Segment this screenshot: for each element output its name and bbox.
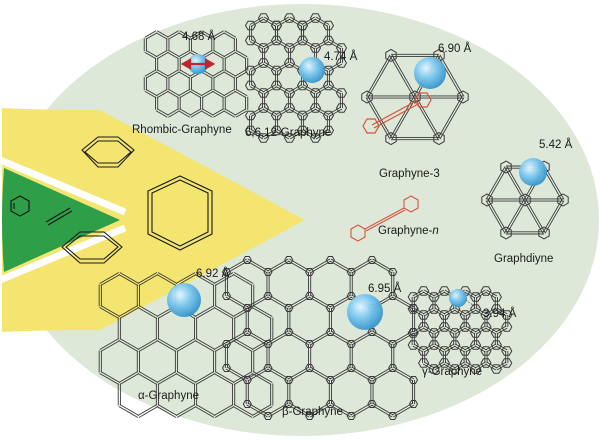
pore-size-rhombic: 4.68 Å (182, 30, 216, 43)
gamma-pore-guide (465, 299, 483, 313)
pore-size-beta: 6.95 Å (368, 282, 402, 295)
pore-size-graphdiyne: 5.42 Å (539, 138, 573, 151)
label-graphyne-n: Graphyne-n (378, 225, 439, 237)
label-beta-graphyne: β-Graphyne (282, 406, 343, 418)
pore-size-6-6-12: 4.74 Å (324, 50, 358, 63)
dehydrobenzoannulene-lower (61, 231, 123, 264)
yellow-wedge (2, 108, 305, 332)
graphyne3-highlight-chain (362, 92, 432, 134)
pore-size-graphyne-3: 6.90 Å (438, 42, 472, 55)
lattice-graphyne-3 (361, 48, 469, 146)
macrocycle-center (147, 175, 213, 251)
dehydrobenzoannulene-upper (81, 136, 135, 168)
label-6-6-12-graphyne: 6,6,12-Graphyne (245, 127, 331, 139)
pore-alpha (167, 283, 201, 317)
pore-size-alpha: 6.92 Å (196, 267, 230, 280)
benzene-motif (10, 195, 30, 217)
label-graphyne-3: Graphyne-3 (379, 168, 440, 180)
pore-gamma (449, 289, 467, 307)
label-gamma-graphyne: γ-Graphyne (422, 366, 482, 378)
wedge-separator-upper (0, 156, 127, 216)
lattice-beta-graphyne (221, 256, 419, 420)
acetylene-motif (45, 207, 73, 226)
pore-graphyne-3 (414, 57, 446, 89)
pore-size-gamma: 3.94 Å (483, 307, 517, 320)
pore-diameter-arrow (180, 58, 216, 70)
lattice-alpha-graphyne (98, 272, 274, 418)
label-alpha-graphyne: α-Graphyne (138, 390, 199, 402)
label-graphdiyne: Graphdiyne (494, 253, 553, 265)
graphyne-n-prefix: Graphyne- (378, 225, 433, 237)
pore-graphdiyne (519, 158, 547, 186)
graphyne-n-motif (350, 195, 419, 242)
lattice-6-6-12-graphyne (244, 13, 348, 143)
green-wedge (2, 168, 120, 272)
graphyne-n-suffix: n (432, 225, 438, 237)
label-rhombic-graphyne: Rhombic-Graphyne (132, 124, 232, 136)
pore-6-6-12 (299, 57, 325, 83)
pore-beta (347, 294, 383, 330)
lattice-layer (98, 13, 569, 420)
